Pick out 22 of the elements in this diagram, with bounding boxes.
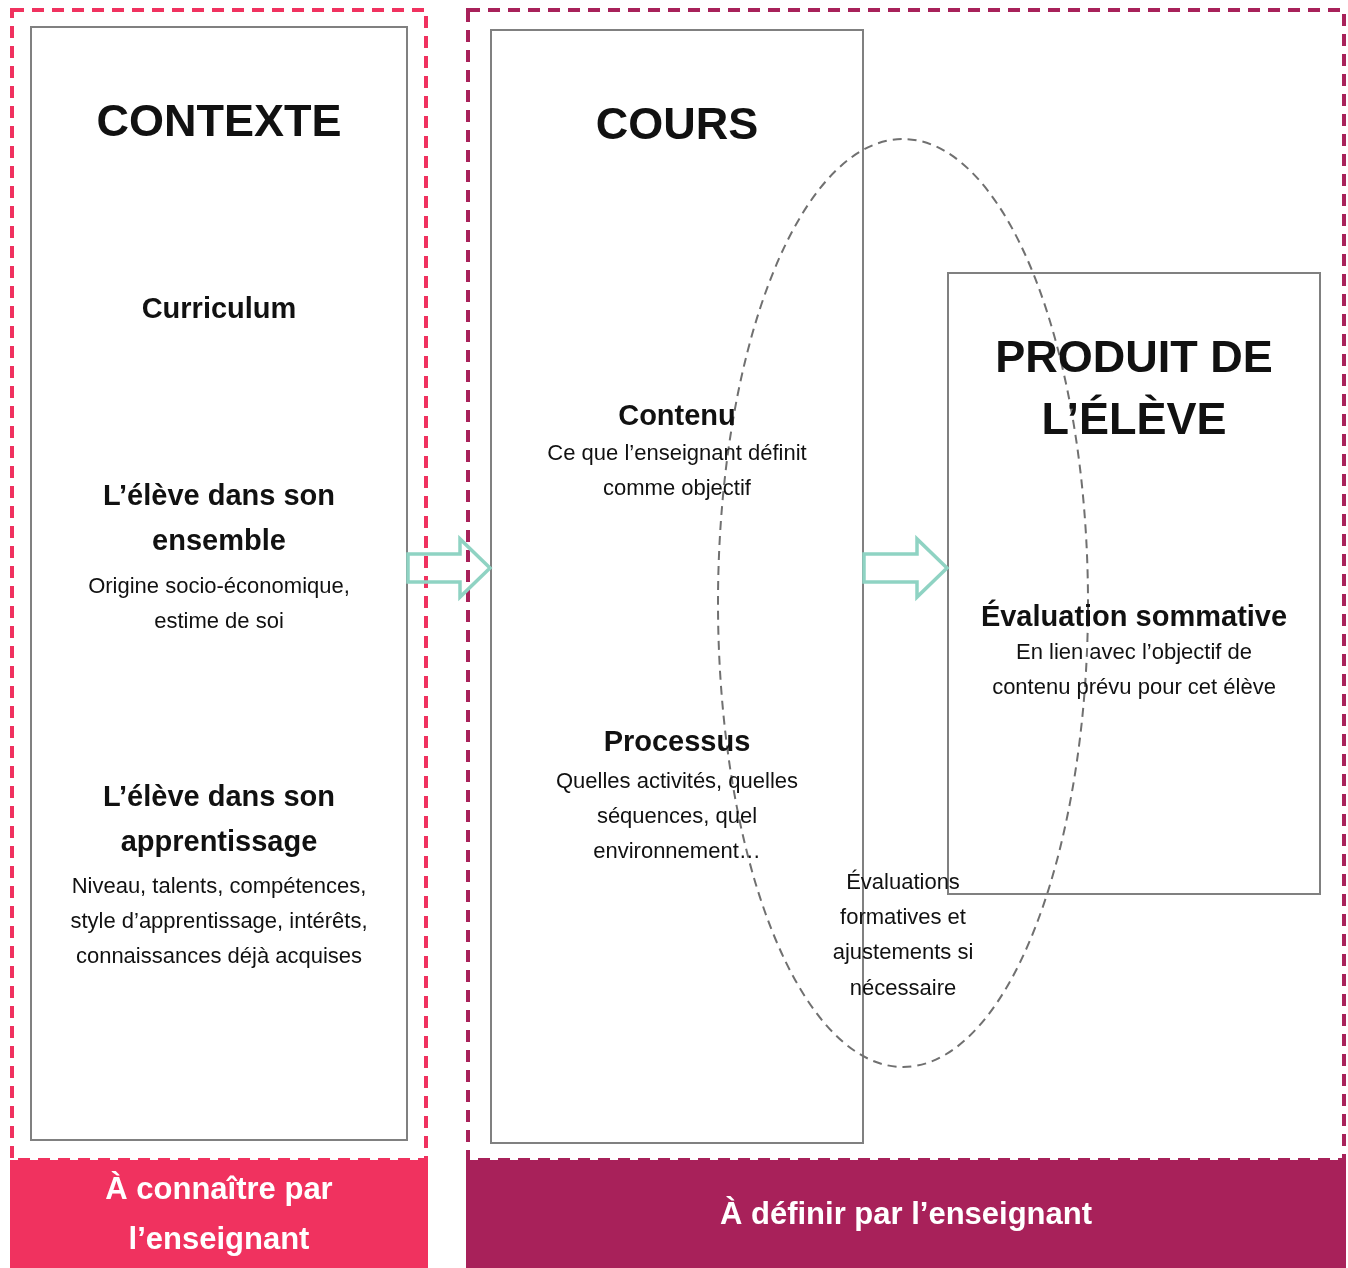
band-label: À connaître par l’enseignant xyxy=(10,1160,428,1268)
block-arrow xyxy=(406,534,493,602)
section-heading: Contenu xyxy=(617,398,737,433)
description-text: Ce que l’enseignant définit comme objectif xyxy=(546,439,808,503)
dashed-frame xyxy=(466,8,1346,1268)
section-heading: L’élève dans son apprentissage xyxy=(101,779,337,859)
content-box xyxy=(30,26,408,1141)
section-heading: Curriculum xyxy=(140,291,298,326)
section-heading: Évaluation sommative xyxy=(979,598,1289,634)
section-heading: Processus xyxy=(602,724,752,759)
description-text: Quelles activités, quelles séquences, quel environnement… xyxy=(554,767,800,866)
dashed-frame xyxy=(10,8,428,1268)
description-text: En lien avec l’objectif de contenu prévu pour cet élève xyxy=(991,638,1277,702)
description-text: Niveau, talents, compétences, style d’apprentissage, intérêts, connaissances déjà acquises xyxy=(69,872,369,971)
box-title: PRODUIT DE L’ÉLÈVE xyxy=(994,330,1274,447)
block-arrow xyxy=(862,534,950,602)
description-text: Origine socio-économique, estime de soi xyxy=(87,572,351,636)
section-heading: L’élève dans son ensemble xyxy=(101,478,337,558)
description-text: Évaluations formatives et ajustements si nécessaire xyxy=(831,868,975,1002)
box-title: CONTEXTE xyxy=(95,94,343,148)
box-title: COURS xyxy=(594,97,760,151)
band-label: À définir par l’enseignant xyxy=(466,1160,1346,1268)
